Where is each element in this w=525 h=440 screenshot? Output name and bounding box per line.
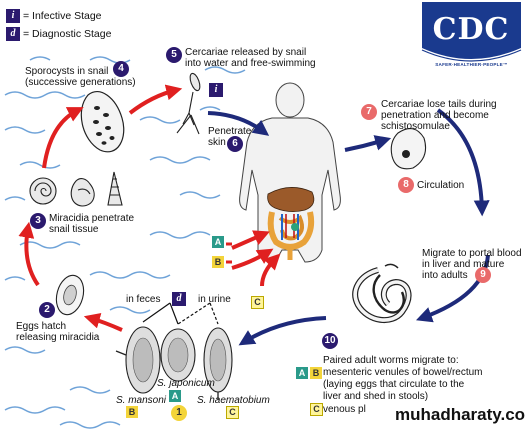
portal-blood-label-line-2: in liver and mature (422, 259, 505, 270)
step-10-badge: 10 (322, 333, 338, 349)
in-feces-label: in feces (126, 294, 161, 305)
cdc-logo-tagline: SAFER·HEALTHIER·PEOPLE™ (435, 62, 508, 67)
eggs-hatch-label-line-2: releasing miracidia (16, 332, 100, 343)
miracidia-penetrate-label-line-2: snail tissue (49, 224, 99, 235)
eggs-hatch-label-line-1: Eggs hatch (16, 321, 67, 332)
step-8-badge: 8 (398, 177, 414, 193)
portal-blood-label-line-1: Migrate to portal blood (422, 248, 522, 259)
penetrate-skin-label-line-1: Penetrate (208, 126, 252, 137)
step-1-badge: 1 (171, 405, 187, 421)
paired-worms-label-line-2: mesenteric venules of bowel/rectum (323, 367, 483, 378)
paired-worms-label-line-3: (laying eggs that circulate to the (323, 379, 465, 390)
letter-a-key-body: A (212, 236, 224, 248)
lose-tails-label-line-2: penetration and become (381, 110, 489, 121)
navy-cycle-arrows (207, 108, 490, 346)
human-body-illustration (239, 82, 341, 263)
lose-tails-label-line-3: schistosomulae (381, 121, 450, 132)
organ-illustration (267, 187, 315, 260)
water-waves (4, 56, 246, 429)
letter-b-key-paired: B (310, 367, 322, 379)
connector-stubs (226, 242, 232, 264)
cercariae-released-label-line-2: into water and free-swimming (185, 58, 316, 69)
s-japonicum-label: S. japonicum (157, 378, 215, 389)
in-urine-label: in urine (198, 294, 231, 305)
cercaria-illustration (176, 72, 201, 135)
lose-tails-label-line-1: Cercariae lose tails during (381, 99, 497, 110)
step-6-badge: 6 (227, 136, 243, 152)
s-mansoni-label: S. mansoni (116, 395, 167, 406)
paired-worms-label-line-4: liver and shed in stools) (323, 391, 429, 402)
letter-a-key-paired: A (296, 367, 308, 379)
step-5-badge: 5 (166, 47, 182, 63)
paired-worms-label-line-5: venous pl (323, 404, 366, 415)
penetrate-skin-label-line-2: skin (208, 137, 226, 148)
infective-stage-marker: i (209, 83, 223, 97)
cercariae-released-label-line-1: Cercariae released by snail (185, 47, 307, 58)
paired-worms-label-line-1: Paired adult worms migrate to: (323, 355, 459, 366)
letter-c-key-paired: C (310, 403, 323, 416)
step-9-badge: 9 (475, 267, 491, 283)
s-haematobium-label: S. haematobium (197, 395, 270, 406)
letter-c-key-body: C (251, 296, 264, 309)
diagnostic-stage-legend-key: d (6, 27, 20, 41)
letter-c-key-haematobium: C (226, 406, 239, 419)
letter-b-key-body: B (212, 256, 224, 268)
hatching-egg-illustration (55, 274, 85, 316)
circulation-label: Circulation (417, 180, 465, 191)
schistosomulum-illustration (390, 127, 427, 170)
diagnostic-stage-marker: d (172, 292, 186, 306)
cdc-logo-text: CDC (432, 12, 510, 47)
cdc-logo (421, 2, 522, 62)
infective-stage-legend-key: i (6, 9, 20, 23)
sporocyst-illustration (80, 90, 125, 153)
adult-worms-illustration (352, 263, 412, 323)
red-cycle-arrows (18, 84, 281, 332)
step-2-badge: 2 (39, 302, 55, 318)
infective-stage-legend-label: = Infective Stage (23, 10, 102, 22)
sporocysts-label-line-2: (successive generations) (25, 77, 136, 88)
step-7-badge: 7 (361, 104, 377, 120)
letter-a-key-japonicum: A (169, 390, 181, 402)
egg-illustrations (115, 326, 233, 400)
sporocysts-label-line-1: Sporocysts in snail (25, 66, 109, 77)
sample-branch-lines (142, 302, 219, 325)
snail-illustrations (29, 171, 123, 207)
diagnostic-stage-legend-label: = Diagnostic Stage (23, 28, 112, 40)
watermark-text: muhadharaty.com (395, 405, 525, 424)
portal-blood-label-line-3: into adults (422, 270, 468, 281)
letter-b-key-mansoni: B (126, 406, 138, 418)
step-4-badge: 4 (113, 61, 129, 77)
miracidia-penetrate-label-line-1: Miracidia penetrate (49, 213, 135, 224)
step-3-badge: 3 (30, 213, 46, 229)
